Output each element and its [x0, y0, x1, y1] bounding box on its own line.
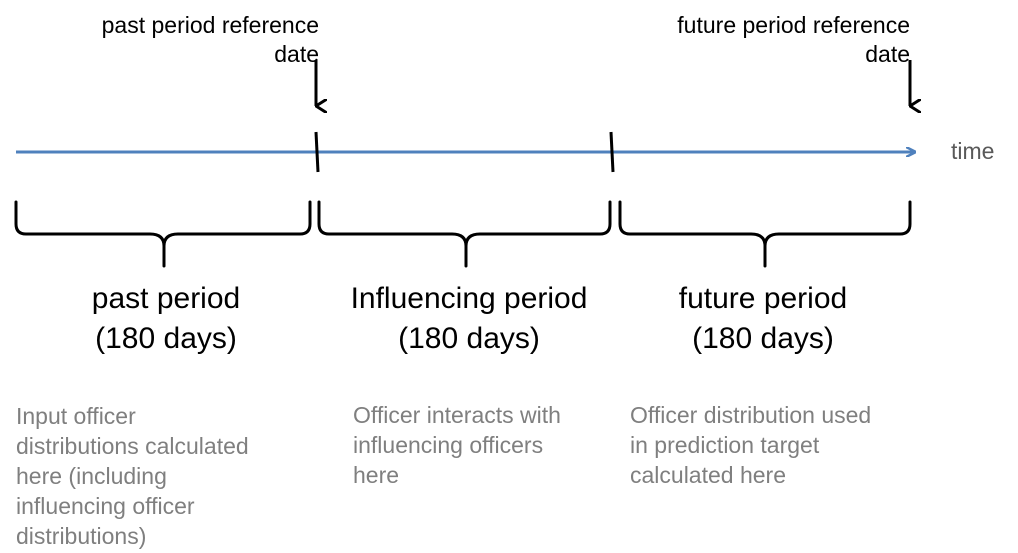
boundary-tick-influencing: [609, 131, 615, 173]
past-period-duration: (180 days): [95, 322, 237, 355]
future-description-line-2: in prediction target: [630, 432, 820, 458]
future-description-line-3: calculated here: [630, 462, 786, 488]
future-period-duration: (180 days): [692, 322, 834, 355]
influencing-period-label: Influencing period (180 days): [309, 279, 629, 359]
influencing-period-duration: (180 days): [398, 322, 540, 355]
past-description-line-2: distributions calculated: [16, 433, 249, 459]
influencing-period-name: Influencing period: [350, 282, 588, 315]
future-period-description: Officer distribution used in prediction …: [630, 400, 871, 490]
influencing-description-line-1: Officer interacts with: [353, 402, 561, 428]
past-period-label: past period (180 days): [6, 279, 326, 359]
past-description-line-4: influencing officer: [16, 493, 195, 519]
past-description-line-1: Input officer: [16, 403, 136, 429]
influencing-description-line-3: here: [353, 462, 400, 488]
boundary-tick-past: [314, 131, 320, 173]
past-reference-line-1: past period reference: [101, 12, 319, 38]
influencing-period-brace: [317, 200, 612, 268]
past-description-line-3: here (including: [16, 463, 167, 489]
time-axis-label: time: [951, 138, 995, 164]
past-period-name: past period: [91, 282, 241, 315]
past-reference-line-2: date: [274, 41, 319, 67]
influencing-description-line-2: influencing officers: [353, 432, 544, 458]
future-period-label: future period (180 days): [603, 279, 923, 359]
past-description-line-5: distributions): [16, 523, 147, 549]
future-period-name: future period: [678, 282, 848, 315]
future-reference-label: future period reference date: [677, 11, 910, 69]
future-reference-line-1: future period reference: [677, 12, 910, 38]
past-reference-label: past period reference date: [102, 11, 319, 69]
past-period-description: Input officer distributions calculated h…: [16, 401, 249, 551]
future-period-brace: [618, 200, 912, 268]
influencing-period-description: Officer interacts with influencing offic…: [353, 400, 561, 490]
future-reference-line-2: date: [865, 41, 910, 67]
future-description-line-1: Officer distribution used: [630, 402, 872, 428]
past-period-brace: [14, 200, 312, 268]
